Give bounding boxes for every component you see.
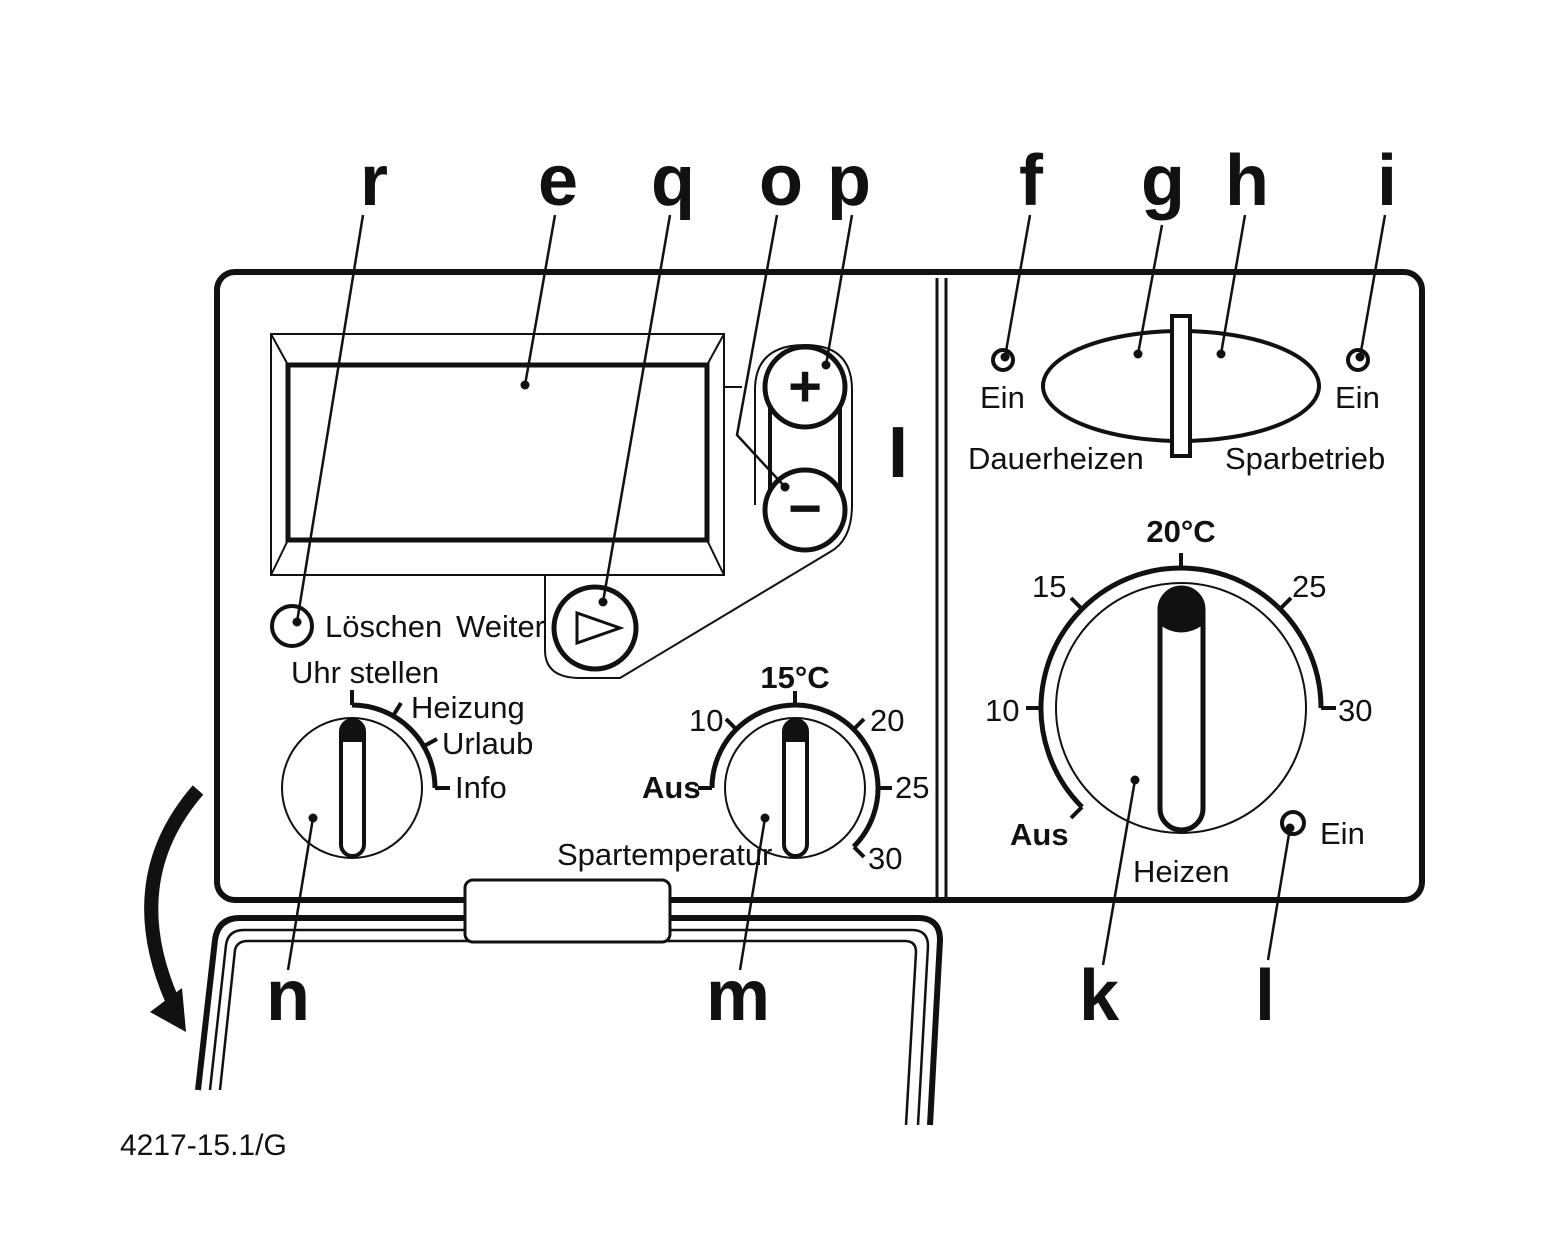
callout-h: h (1225, 141, 1269, 221)
eco-off-label: Aus (642, 770, 701, 805)
eco-temperature-knob[interactable] (698, 691, 892, 859)
lcd-display (270, 333, 725, 576)
eco-temperature-title: Spartemperatur (557, 837, 772, 872)
mode-heizung: Heizung (411, 690, 525, 725)
mode-urlaub: Urlaub (442, 726, 533, 761)
mode-uhr-stellen: Uhr stellen (291, 655, 439, 690)
callout-e: e (538, 141, 578, 221)
heating-scale-15: 15 (1032, 569, 1066, 604)
next-label: Weiter (456, 609, 545, 644)
open-arrow-icon (144, 785, 204, 1032)
eco-mode-label: Sparbetrieb (1225, 441, 1385, 476)
mode-info: Info (455, 770, 507, 805)
leader-lines (286, 214, 1387, 971)
eco-scale-15: 15°C (760, 660, 829, 695)
mode-switch[interactable] (1041, 314, 1321, 458)
heating-title: Heizen (1133, 854, 1230, 889)
minus-button[interactable]: − (762, 467, 848, 553)
plus-button[interactable]: + (762, 344, 848, 430)
heating-scale-25: 25 (1292, 569, 1326, 604)
heating-scale-20: 20°C (1146, 514, 1215, 549)
callout-l: l (1255, 956, 1275, 1036)
clear-label: Löschen (325, 609, 442, 644)
eco-scale-30: 30 (868, 841, 902, 876)
callout-i: i (1377, 141, 1397, 221)
callout-o: o (759, 141, 803, 221)
callout-r: r (360, 141, 388, 221)
heating-scale-10: 10 (985, 693, 1019, 728)
eco-scale-25: 25 (895, 770, 929, 805)
callout-m: m (706, 956, 770, 1036)
callout-q: q (651, 141, 695, 221)
heating-on-label: Ein (1320, 816, 1365, 851)
eco-scale-10: 10 (689, 703, 723, 738)
callout-f: f (1019, 141, 1044, 221)
lid-handle[interactable] (463, 878, 672, 944)
callout-k: k (1079, 956, 1120, 1036)
clear-button[interactable] (270, 604, 314, 648)
mode-knob[interactable] (281, 690, 450, 859)
next-button[interactable] (551, 584, 639, 672)
callout-p: p (827, 141, 871, 221)
callout-g: g (1141, 141, 1185, 221)
play-icon (575, 610, 625, 646)
callout-n: n (266, 956, 310, 1036)
power-mark: I (888, 413, 908, 493)
heating-off-label: Aus (1010, 817, 1069, 852)
continuous-heating-label: Dauerheizen (968, 441, 1144, 476)
minus-icon: − (788, 476, 822, 541)
plus-icon: + (788, 354, 822, 419)
heating-scale-30: 30 (1338, 693, 1372, 728)
heating-knob[interactable] (1026, 553, 1336, 834)
right-indicator-label: Ein (1335, 380, 1380, 415)
eco-scale-20: 20 (870, 703, 904, 738)
figure-id: 4217-15.1/G (120, 1129, 287, 1162)
left-indicator-label: Ein (980, 380, 1025, 415)
